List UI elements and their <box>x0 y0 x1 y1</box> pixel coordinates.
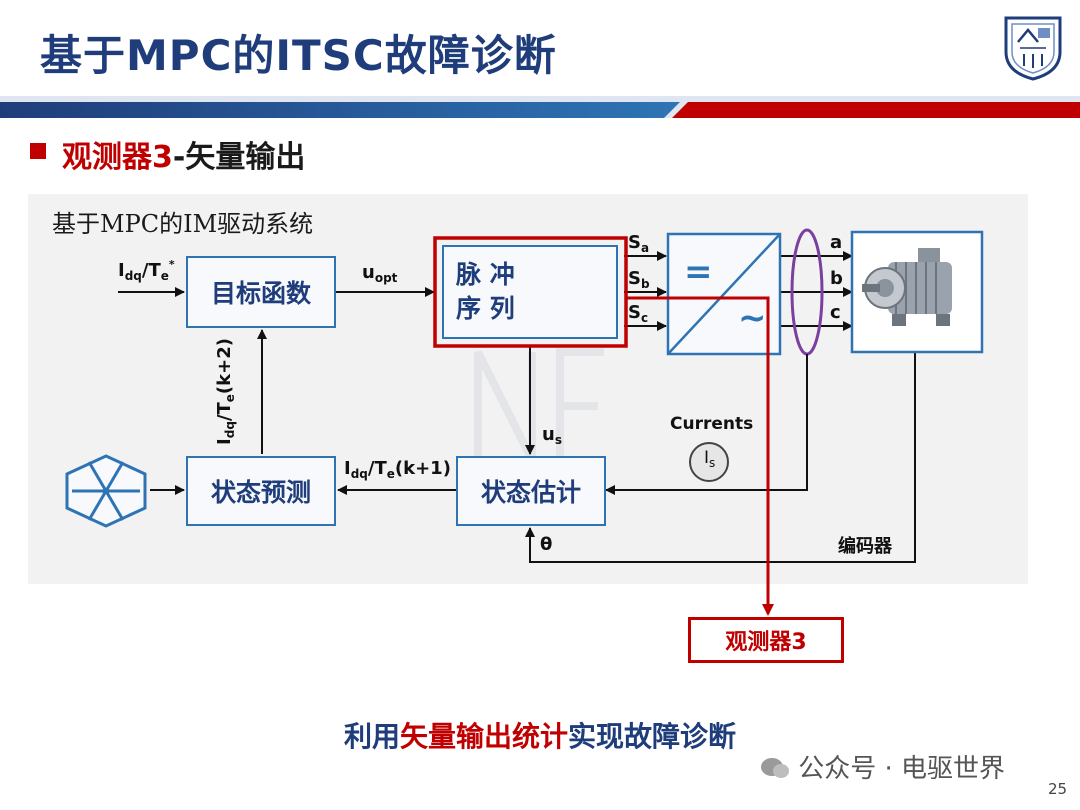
converter-ac-symbol: ~ <box>738 298 767 338</box>
section-bullet-icon <box>30 143 46 159</box>
objective-function-block: 目标函数 <box>186 256 336 328</box>
section-heading: 观测器3-矢量输出 <box>62 132 305 176</box>
u-opt-label: uopt <box>362 262 398 285</box>
k2-label: Idq/Te(k+2) <box>213 338 237 445</box>
us-label: us <box>542 424 562 447</box>
current-feedback-arrow <box>605 354 808 495</box>
sb-label: Sb <box>628 268 650 291</box>
current-sensor-icon <box>689 442 729 482</box>
induction-motor-icon <box>850 230 984 354</box>
phase-b-label: b <box>830 268 843 289</box>
wechat-watermark: 公众号 · 电驱世界 <box>760 748 1005 785</box>
panel-title: 基于MPC的IM驱动系统 <box>52 210 314 238</box>
pulse-label-line2: 序 列 <box>456 294 515 323</box>
theta-label: θ <box>540 534 553 555</box>
currents-label: Currents <box>670 414 754 434</box>
encoder-label: 编码器 <box>838 536 892 557</box>
pulse-sequence-block: 脉 冲序 列 <box>442 245 618 339</box>
university-logo-icon <box>1004 16 1062 81</box>
state-estimation-block: 状态估计 <box>456 456 606 526</box>
input-reference-label: Idq/Te* <box>118 258 175 283</box>
wechat-icon <box>761 758 789 778</box>
section-heading-observer: 观测器3 <box>62 140 173 175</box>
state-prediction-block: 状态预测 <box>186 456 336 526</box>
phase-c-label: c <box>830 302 841 323</box>
encoder-feedback-arrow <box>525 352 916 563</box>
slide-title: 基于MPC的ITSC故障诊断 <box>40 31 557 80</box>
sc-label: Sc <box>628 302 649 325</box>
voltage-vector-hexagon-icon <box>65 454 147 528</box>
page-number: 25 <box>1048 780 1068 798</box>
section-heading-suffix: -矢量输出 <box>172 140 306 175</box>
header-stripe <box>0 96 1080 118</box>
pulse-label-line1: 脉 冲 <box>456 260 515 289</box>
sa-label: Sa <box>628 232 650 255</box>
ne-watermark-icon <box>474 348 604 464</box>
phase-a-label: a <box>830 232 843 253</box>
observer-3-box: 观测器3 <box>688 617 844 663</box>
observer-arrow <box>626 296 774 616</box>
converter-block <box>666 232 782 356</box>
converter-dc-symbol: = <box>684 252 713 292</box>
pulse-highlight-box <box>433 236 628 348</box>
conclusion-text: 利用矢量输出统计实现故障诊断 <box>343 720 737 753</box>
k1-label: Idq/Te(k+1) <box>344 458 451 481</box>
is-label: Is <box>704 448 716 470</box>
